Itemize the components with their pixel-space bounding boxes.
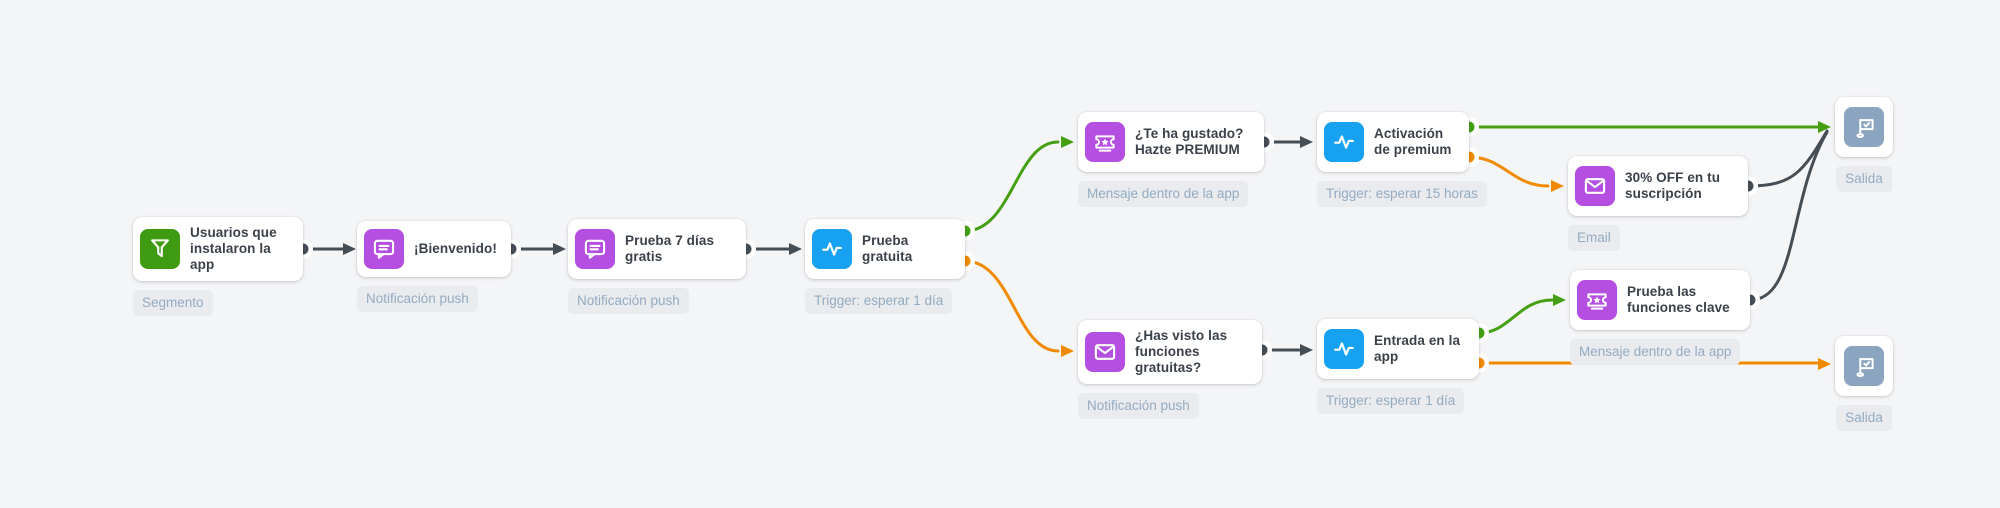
node-free-features[interactable]: ¿Has visto las funciones gratuitas? <box>1078 320 1262 384</box>
node-premium-offer[interactable]: ¿Te ha gustado? Hazte PREMIUM <box>1078 112 1264 172</box>
node-title: ¿Has visto las funciones gratuitas? <box>1135 327 1228 376</box>
node-app-entry[interactable]: Entrada en la app <box>1317 319 1479 379</box>
node-type-label: Email <box>1568 225 1620 251</box>
node-exit-bottom[interactable] <box>1835 336 1893 396</box>
edge-keyfeatures-to-exit-top <box>1748 130 1829 302</box>
node-key-features[interactable]: Prueba las funciones clave <box>1570 270 1750 330</box>
node-title: Prueba gratuita <box>862 232 913 264</box>
node-title: Activación de premium <box>1374 125 1452 157</box>
ticket-icon <box>1577 280 1617 320</box>
node-type-label: Salida <box>1836 405 1892 431</box>
chat-icon <box>364 229 404 269</box>
node-welcome[interactable]: ¡Bienvenido! <box>357 221 511 277</box>
node-title: Usuarios que instalaron la app <box>190 224 277 273</box>
node-title: Prueba 7 días gratis <box>625 232 715 264</box>
arrowhead-icon <box>1818 121 1831 133</box>
envelope-icon <box>1575 166 1615 206</box>
arrowhead-icon <box>553 243 566 255</box>
node-type-label: Salida <box>1836 166 1892 192</box>
arrowhead-icon <box>1061 345 1074 357</box>
edge-freetrial-yes-to-premiumoffer <box>963 140 1060 233</box>
arrowhead-icon <box>789 243 802 255</box>
chat-icon <box>575 229 615 269</box>
flag-icon <box>1844 107 1884 147</box>
node-type-label: Trigger: esperar 1 día <box>805 288 953 314</box>
pulse-icon <box>1324 122 1364 162</box>
node-type-label: Trigger: esperar 1 día <box>1317 388 1465 414</box>
node-title: 30% OFF en tu suscripción <box>1625 169 1721 201</box>
node-title: ¿Te ha gustado? Hazte PREMIUM <box>1135 125 1244 157</box>
pulse-icon <box>1324 329 1364 369</box>
node-title: Prueba las funciones clave <box>1627 283 1730 315</box>
node-type-label: Mensaje dentro de la app <box>1570 339 1741 365</box>
arrowhead-icon <box>1061 136 1074 148</box>
node-title: Entrada en la app <box>1374 332 1461 364</box>
edge-activation-no-to-discount <box>1467 155 1550 188</box>
arrowhead-icon <box>1553 294 1566 306</box>
node-type-label: Notificación push <box>1078 393 1199 419</box>
node-type-label: Segmento <box>133 290 213 316</box>
arrowhead-icon <box>1300 136 1313 148</box>
arrowhead-icon <box>1818 358 1831 370</box>
flag-icon <box>1844 346 1884 386</box>
node-title: ¡Bienvenido! <box>414 240 497 256</box>
pulse-icon <box>812 229 852 269</box>
edge-freetrial-no-to-freefeatures <box>963 259 1060 353</box>
node-type-label: Trigger: esperar 15 horas <box>1317 181 1487 207</box>
arrowhead-icon <box>1551 180 1564 192</box>
node-type-label: Notificación push <box>357 286 478 312</box>
ticket-icon <box>1085 122 1125 162</box>
node-segment[interactable]: Usuarios que instalaron la app <box>133 217 303 281</box>
node-premium-activation[interactable]: Activación de premium <box>1317 112 1469 172</box>
arrowhead-icon <box>343 243 356 255</box>
envelope-icon <box>1085 332 1125 372</box>
edge-appentry-yes-to-keyfeatures <box>1477 298 1554 335</box>
node-free-trial[interactable]: Prueba gratuita <box>805 219 965 279</box>
filter-icon <box>140 229 180 269</box>
node-trial-7-days[interactable]: Prueba 7 días gratis <box>568 219 746 279</box>
node-type-label: Mensaje dentro de la app <box>1078 181 1249 207</box>
arrowhead-icon <box>1300 344 1313 356</box>
node-type-label: Notificación push <box>568 288 689 314</box>
node-discount-30-off[interactable]: 30% OFF en tu suscripción <box>1568 156 1748 216</box>
node-exit-top[interactable] <box>1835 97 1893 157</box>
